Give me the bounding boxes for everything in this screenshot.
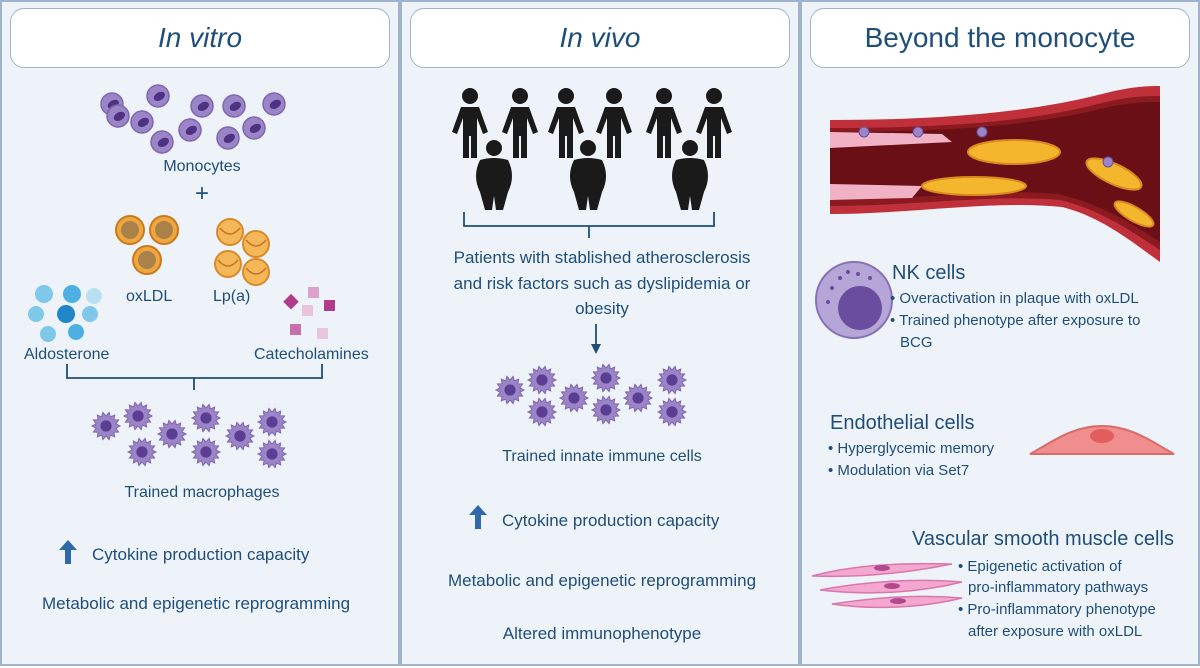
nk-bullet-1: • Overactivation in plaque with oxLDL [890,290,1139,307]
in-vitro-panel: In vitro [0,0,400,666]
macrophage-cells [90,401,288,469]
beyond-monocyte-title: Beyond the monocyte [810,8,1190,68]
trained-cells [494,363,688,427]
endothelial-bullet-1: • Hyperglycemic memory [828,440,995,457]
in-vivo-illustrations [452,88,732,529]
reprogramming-label: Metabolic and epigenetic reprogramming [42,594,351,613]
endothelial-cell-icon [1029,424,1175,455]
aldosterone-molecules [28,285,102,342]
nk-cell-icon [815,261,893,339]
blood-vessel-illustration [830,86,1160,262]
bracket [463,212,715,238]
nk-heading: NK cells [892,262,966,284]
bracket [66,364,323,390]
monocyte-cells [100,84,286,154]
oxldl-particles [115,215,179,275]
patient-figures [452,88,732,210]
plus-sign: + [194,180,209,207]
in-vivo-title: In vivo [410,8,790,68]
immunophenotype-label: Altered immunophenotype [502,624,702,643]
cytokine-label: Cytokine production capacity [92,545,310,564]
endothelial-heading: Endothelial cells [830,412,975,434]
vsmc-bullet-2: • Pro-inflammatory phenotype [958,601,1156,618]
catecholamines-label: Catecholamines [254,346,369,363]
vsmc-bullet-1b: pro-inflammatory pathways [968,579,1149,596]
trained-macrophages-label: Trained macrophages [124,484,280,501]
catecholamine-molecules [283,287,335,339]
patients-line-1: Patients with stablished atherosclerosis [453,248,751,267]
cytokine-label: Cytokine production capacity [502,511,720,530]
nk-bullet-2: • Trained phenotype after exposure to [890,312,1141,329]
lpa-label: Lp(a) [213,288,251,305]
up-arrow-icon [59,540,77,564]
nk-bullet-2b: BCG [900,334,933,351]
in-vitro-title: In vitro [10,8,390,68]
endothelial-bullet-2: • Modulation via Set7 [828,462,970,479]
trained-cells-label: Trained innate immune cells [502,448,702,465]
down-arrow-icon [591,324,601,354]
patients-line-2: and risk factors such as dyslipidemia or [453,274,751,293]
beyond-illustrations [811,86,1175,609]
vsmc-bullet-1: • Epigenetic activation of [958,558,1122,575]
up-arrow-icon [469,505,487,529]
beyond-monocyte-panel: Beyond the monocyte [800,0,1200,666]
vsmc-bullet-2b: after exposure with oxLDL [968,623,1143,640]
aldosterone-label: Aldosterone [24,346,110,363]
in-vivo-panel: In vivo Patients with stablished atheros… [400,0,800,666]
oxldl-label: oxLDL [126,288,173,305]
lpa-particles [214,218,270,286]
smooth-muscle-cells-icon [811,562,963,609]
vsmc-heading: Vascular smooth muscle cells [912,528,1174,550]
in-vitro-illustrations [28,84,335,564]
patients-line-3: obesity [575,299,629,318]
monocytes-label: Monocytes [163,158,241,175]
reprogramming-label: Metabolic and epigenetic reprogramming [447,571,757,590]
